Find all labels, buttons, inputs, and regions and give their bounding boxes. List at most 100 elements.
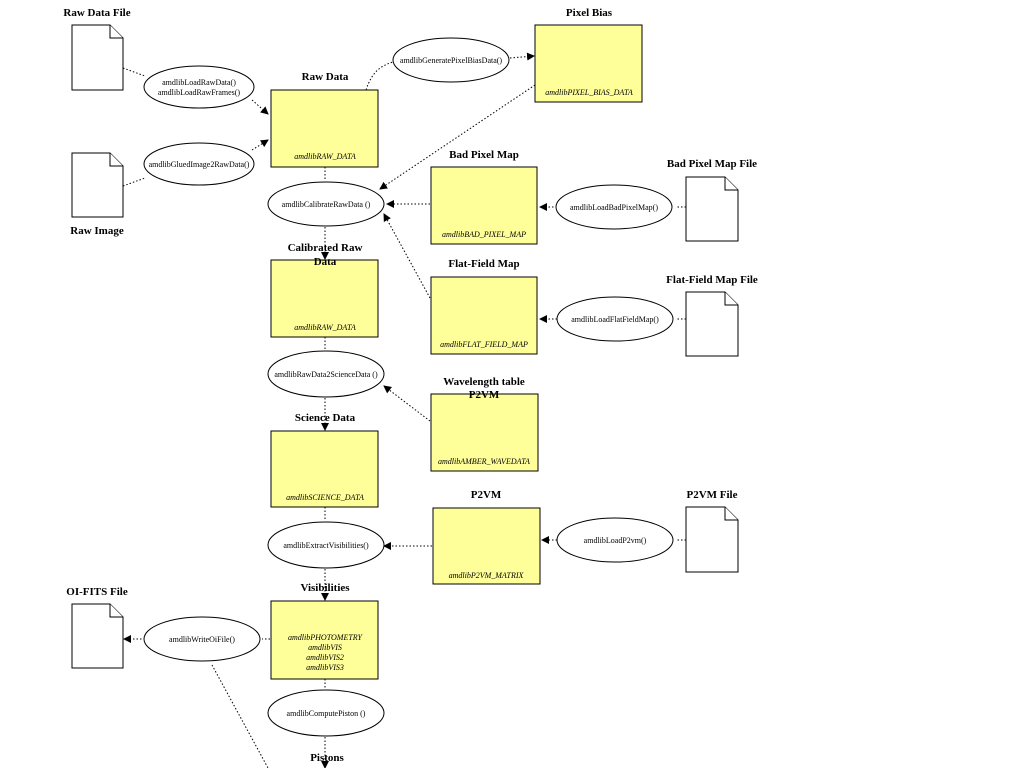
- file-icon: [71, 603, 124, 669]
- bad-pixel-map-file: Bad Pixel Map File: [667, 158, 757, 242]
- p2vm-type: amdlibP2VM_MATRIX: [449, 571, 525, 580]
- bad-pixel-map-box: Bad Pixel Map amdlibBAD_PIXEL_MAP: [430, 149, 538, 245]
- arrow: [383, 213, 431, 299]
- load-raw-data-function: amdlibLoadRawData() amdlibLoadRawFrames(…: [143, 65, 255, 109]
- load-p2vm-label: amdlibLoadP2vm(): [584, 536, 647, 545]
- file-fold: [724, 292, 738, 306]
- flat-field-map-title: Flat-Field Map: [448, 258, 519, 270]
- arrow: [251, 139, 269, 151]
- load-flat-field-map-function: amdlibLoadFlatFieldMap(): [556, 296, 674, 342]
- science-data-type: amdlibSCIENCE_DATA: [286, 493, 364, 502]
- extract-visibilities-function: amdlibExtractVisibilities(): [267, 521, 385, 569]
- arrow: [509, 52, 535, 61]
- data-structure-box: [270, 259, 379, 338]
- data-structure-box: [432, 507, 541, 585]
- extract-visibilities-label: amdlibExtractVisibilities(): [283, 541, 369, 550]
- raw-data-to-science-function: amdlibRawData2ScienceData (): [267, 350, 385, 398]
- p2vm-file-label: P2VM File: [686, 489, 737, 501]
- data-structure-box: [270, 430, 379, 508]
- raw-data-box: Raw Data amdlibRAW_DATA: [270, 71, 379, 168]
- flat-field-map-type: amdlibFLAT_FIELD_MAP: [440, 340, 528, 349]
- data-structure-box: [430, 166, 538, 245]
- raw-image-file: Raw Image: [70, 152, 124, 237]
- file-fold: [724, 507, 738, 521]
- calibrated-raw-data-title-line1: Calibrated Raw: [288, 242, 363, 254]
- pixel-bias-title: Pixel Bias: [566, 7, 613, 19]
- flat-field-map-file: Flat-Field Map File: [666, 274, 758, 357]
- data-structure-box: [534, 24, 643, 103]
- visibilities-type-vis3: amdlibVIS3: [306, 663, 344, 672]
- raw-data-type: amdlibRAW_DATA: [294, 152, 356, 161]
- data-structure-box: [430, 276, 538, 355]
- file-icon: [71, 152, 124, 218]
- file-icon: [685, 291, 739, 357]
- calibrated-raw-data-title-line2: Data: [314, 256, 337, 268]
- oi-fits-file: OI-FITS File: [66, 586, 128, 669]
- calibrated-raw-data-type: amdlibRAW_DATA: [294, 323, 356, 332]
- function-ellipse: [267, 350, 385, 398]
- wavelength-table-box: Wavelength table P2VM amdlibAMBER_WAVEDA…: [430, 376, 539, 472]
- function-ellipse: [267, 689, 385, 737]
- file-fold: [109, 153, 123, 167]
- oi-fits-file-label: OI-FITS File: [66, 586, 128, 598]
- write-oi-file-function: amdlibWriteOiFile(): [143, 616, 261, 662]
- load-raw-data-label: amdlibLoadRawData(): [162, 78, 236, 87]
- bad-pixel-map-type: amdlibBAD_PIXEL_MAP: [442, 230, 526, 239]
- data-structure-box: [270, 600, 379, 680]
- raw-data-file-label: Raw Data File: [63, 7, 130, 19]
- visibilities-type-vis2: amdlibVIS2: [306, 653, 344, 662]
- function-ellipse: [267, 181, 385, 227]
- function-ellipse: [555, 184, 673, 230]
- wavelength-table-type: amdlibAMBER_WAVEDATA: [438, 457, 530, 466]
- calibrated-raw-data-box: Calibrated Raw Data amdlibRAW_DATA: [270, 242, 379, 338]
- p2vm-file: P2VM File: [685, 489, 739, 573]
- glued-image-label: amdlibGluedImage2RawData(): [149, 160, 250, 169]
- load-flat-field-map-label: amdlibLoadFlatFieldMap(): [571, 315, 659, 324]
- glued-image-function: amdlibGluedImage2RawData(): [143, 142, 255, 186]
- p2vm-title: P2VM: [471, 489, 502, 501]
- science-data-title: Science Data: [295, 412, 356, 424]
- bad-pixel-map-file-label: Bad Pixel Map File: [667, 158, 757, 170]
- load-bad-pixel-map-function: amdlibLoadBadPixelMap(): [555, 184, 673, 230]
- p2vm-box: P2VM amdlibP2VM_MATRIX: [432, 489, 541, 585]
- calibrate-raw-data-function: amdlibCalibrateRawData (): [267, 181, 385, 227]
- flat-field-map-file-label: Flat-Field Map File: [666, 274, 758, 286]
- raw-data-to-science-label: amdlibRawData2ScienceData (): [274, 370, 378, 379]
- load-p2vm-function: amdlibLoadP2vm(): [556, 517, 674, 563]
- visibilities-title: Visibilities: [300, 582, 350, 594]
- function-ellipse: [143, 142, 255, 186]
- load-bad-pixel-map-label: amdlibLoadBadPixelMap(): [570, 203, 658, 212]
- visibilities-box: Visibilities amdlibPHOTOMETRY amdlibVIS …: [270, 582, 379, 680]
- connectors: [122, 52, 686, 768]
- flat-field-map-box: Flat-Field Map amdlibFLAT_FIELD_MAP: [430, 258, 538, 355]
- function-ellipse: [143, 65, 255, 109]
- connector: [122, 67, 146, 77]
- pixel-bias-box: Pixel Bias amdlibPIXEL_BIAS_DATA: [534, 7, 643, 103]
- raw-image-label: Raw Image: [70, 225, 124, 237]
- calibrate-raw-data-label: amdlibCalibrateRawData (): [282, 200, 371, 209]
- data-structure-box: [270, 89, 379, 168]
- wavelength-table-title-line1: Wavelength table: [443, 376, 525, 388]
- pixel-bias-type: amdlibPIXEL_BIAS_DATA: [545, 88, 633, 97]
- connector: [365, 61, 394, 91]
- wavelength-table-title-line2: P2VM: [469, 389, 500, 401]
- arrow: [383, 385, 431, 422]
- file-icon: [71, 24, 124, 91]
- visibilities-type-photometry: amdlibPHOTOMETRY: [288, 633, 363, 642]
- function-ellipse: [556, 296, 674, 342]
- science-data-box: Science Data amdlibSCIENCE_DATA: [270, 412, 379, 508]
- file-fold: [724, 177, 738, 191]
- data-structure-box: [430, 393, 539, 472]
- compute-piston-function: amdlibComputePiston (): [267, 689, 385, 737]
- raw-data-title: Raw Data: [302, 71, 349, 83]
- function-ellipse: [267, 521, 385, 569]
- generate-pixel-bias-label: amdlibGeneratePixelBiasData(): [400, 56, 503, 65]
- raw-data-file: Raw Data File: [63, 7, 131, 91]
- write-oi-file-label: amdlibWriteOiFile(): [169, 635, 235, 644]
- file-fold: [109, 604, 123, 618]
- bad-pixel-map-title: Bad Pixel Map: [449, 149, 519, 161]
- visibilities-type-vis: amdlibVIS: [308, 643, 342, 652]
- function-ellipse: [392, 37, 510, 83]
- file-icon: [685, 506, 739, 573]
